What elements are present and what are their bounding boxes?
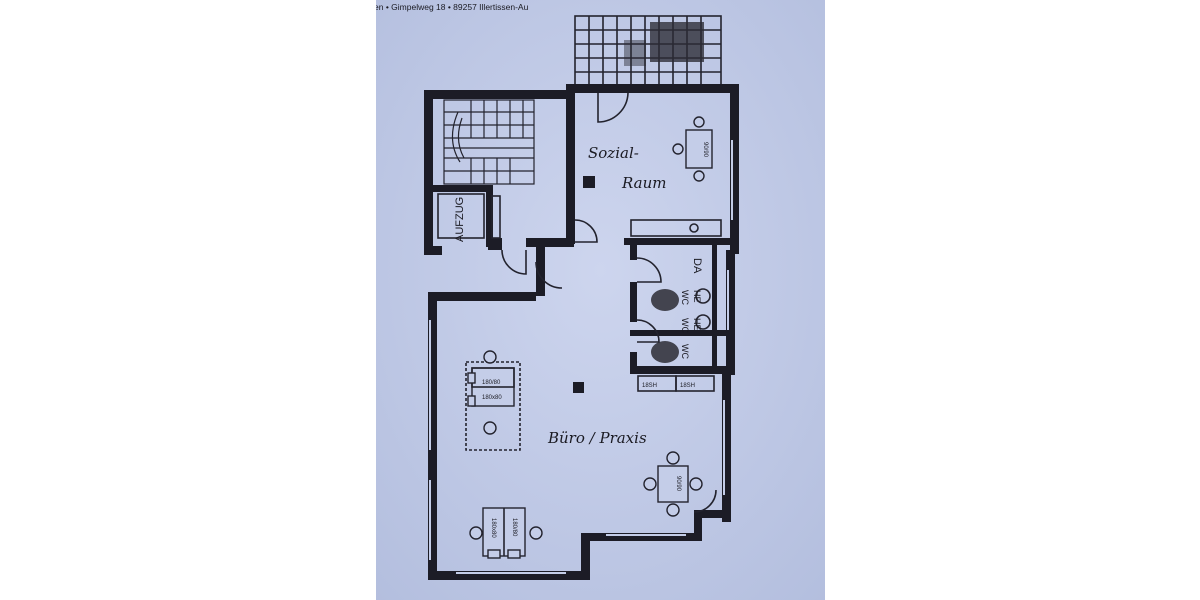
shower-label: DA <box>691 258 703 274</box>
office-table-size: 90/90 <box>675 476 681 492</box>
social-room-label-line1: Sozial- <box>588 144 639 162</box>
floor-plan-sheet: en • Gimpelweg 18 • 89257 Illertissen-Au <box>376 0 825 600</box>
elevator-shaft <box>437 193 501 239</box>
exterior-walls <box>424 84 739 580</box>
elevator-label: AUFZUG <box>454 197 466 242</box>
social-room-furniture <box>630 116 722 237</box>
desk-bottom-size-a: 180x80 <box>490 518 496 538</box>
office-desks-bottom <box>469 507 543 559</box>
desk-left-size-b: 180x80 <box>482 395 502 401</box>
wc-label-5: WC <box>680 344 690 359</box>
social-table-size: 90/90 <box>702 142 708 158</box>
bathroom-fixtures <box>637 288 715 392</box>
wc-label-3: WC <box>680 318 690 333</box>
balcony-grid <box>574 15 722 87</box>
office-desks-left <box>465 350 521 451</box>
sink-label-2: 18SH <box>680 383 695 389</box>
sink-label-1: 18SH <box>642 383 657 389</box>
office-room-label: Büro / Praxis <box>547 429 647 447</box>
wc-label-2: HE <box>692 290 702 303</box>
interior-walls <box>433 84 739 393</box>
wc-label-1: WC <box>680 290 690 305</box>
doors <box>501 92 717 513</box>
staircase <box>443 99 535 185</box>
windows <box>429 140 733 574</box>
wc-label-4: HE <box>692 318 702 331</box>
address-header: en • Gimpelweg 18 • 89257 Illertissen-Au <box>376 2 529 12</box>
desk-left-size-a: 180/80 <box>482 380 501 386</box>
office-round-table <box>643 451 703 517</box>
desk-bottom-size-b: 180/80 <box>511 518 517 537</box>
social-room-label-line2: Raum <box>621 174 666 192</box>
floor-plan-drawing: en • Gimpelweg 18 • 89257 Illertissen-Au <box>376 0 825 600</box>
